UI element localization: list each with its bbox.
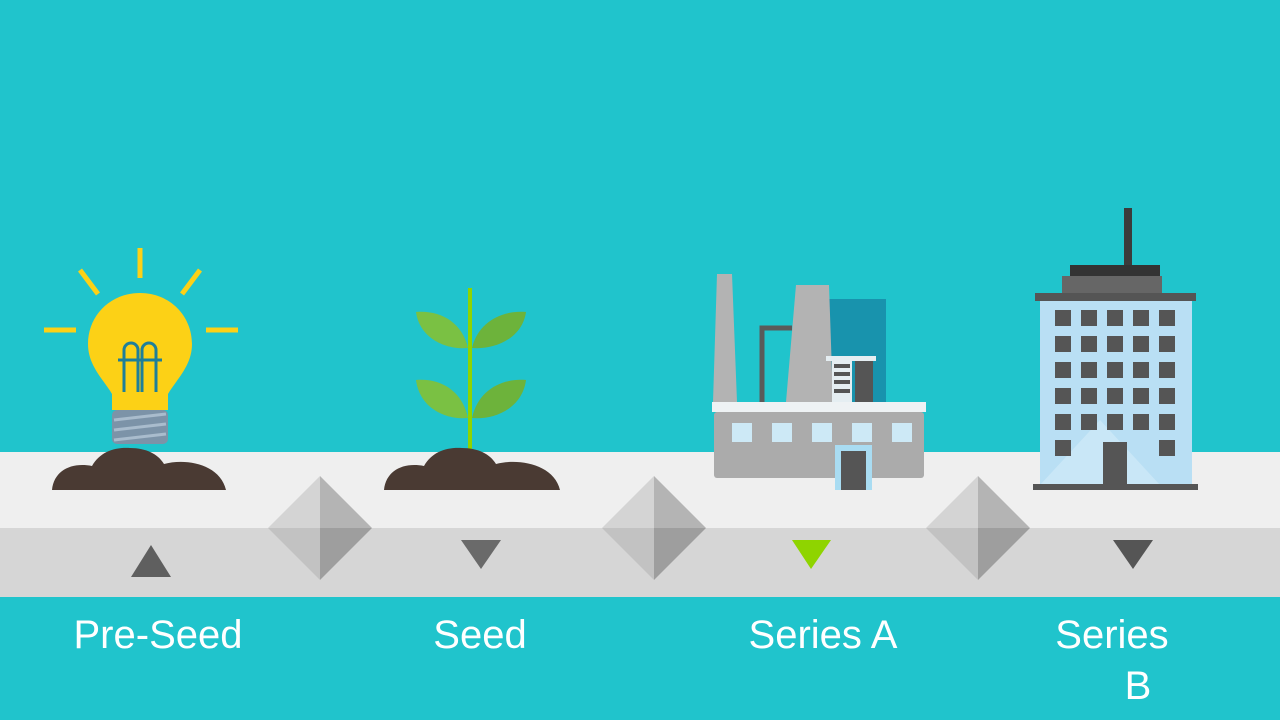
divider-diamond — [926, 476, 1030, 580]
building-window — [1133, 388, 1149, 404]
building-window — [1081, 362, 1097, 378]
triangle-up-icon — [131, 545, 171, 577]
building-window — [1107, 336, 1123, 352]
building-window — [1159, 336, 1175, 352]
building-window — [1133, 336, 1149, 352]
building-window — [1133, 310, 1149, 326]
building-window — [1081, 310, 1097, 326]
lightbulb-icon — [44, 248, 238, 490]
building-window — [1107, 362, 1123, 378]
triangle-down-active-icon — [792, 540, 831, 569]
office-building-icon — [1033, 208, 1198, 490]
triangle-down-icon — [461, 540, 501, 569]
building-window — [1159, 440, 1175, 456]
divider-diamond — [268, 476, 372, 580]
stage-label-series-b-line2: B — [1124, 664, 1152, 708]
building-window — [1159, 414, 1175, 430]
factory-icon — [712, 274, 926, 490]
building-window — [1133, 362, 1149, 378]
building-window — [1159, 362, 1175, 378]
building-window — [1055, 388, 1071, 404]
building-window — [1107, 388, 1123, 404]
building-window — [1081, 388, 1097, 404]
stage-label-series-b-line1: Series — [1055, 613, 1169, 657]
sprout-icon — [384, 288, 560, 490]
stage-label-series-a: Series A — [748, 613, 898, 657]
building-window — [1055, 414, 1071, 430]
building-window — [1055, 362, 1071, 378]
building-window — [1107, 414, 1123, 430]
divider-diamond — [602, 476, 706, 580]
building-window — [1055, 336, 1071, 352]
stage-label-pre-seed: Pre-Seed — [73, 613, 243, 657]
building-window — [1055, 310, 1071, 326]
building-window — [1159, 310, 1175, 326]
building-window — [1081, 336, 1097, 352]
triangle-down-icon — [1113, 540, 1153, 569]
building-window — [1081, 414, 1097, 430]
stage-label-seed: Seed — [433, 613, 527, 657]
building-window — [1055, 440, 1071, 456]
building-window — [1107, 310, 1123, 326]
building-window — [1133, 414, 1149, 430]
building-window — [1159, 388, 1175, 404]
